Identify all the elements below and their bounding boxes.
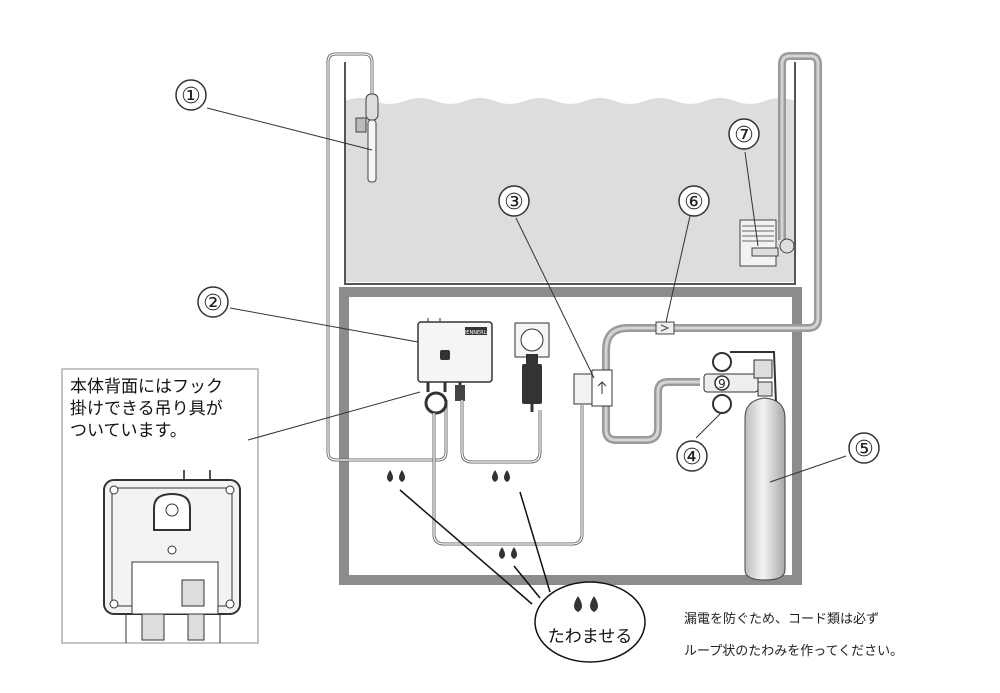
callout-3 xyxy=(498,185,530,217)
ph-controller: DENNERLE xyxy=(417,318,493,415)
callout-7 xyxy=(728,118,760,150)
device-logo: DENNERLE xyxy=(462,330,489,336)
inset-caption-line-1: 本体背面にはフック xyxy=(70,377,223,397)
callout-label-1: ① xyxy=(181,84,201,109)
inset-caption-line-3: ついています。 xyxy=(70,421,187,441)
aquarium-tank xyxy=(344,62,796,285)
solenoid-valve xyxy=(573,369,613,407)
drop-icon xyxy=(387,470,393,482)
callout-label-4: ④ xyxy=(682,445,702,470)
inset-leader xyxy=(247,391,421,441)
callout-label-3: ③ xyxy=(504,190,524,215)
note-line-1: 漏電を防ぐため、コード類は必ず xyxy=(684,612,880,627)
drop-icon xyxy=(499,547,505,559)
co2-regulator: 9 xyxy=(703,351,777,414)
drop-icon xyxy=(399,470,405,482)
callout-label-7: ⑦ xyxy=(734,123,754,148)
callout-label-6: ⑥ xyxy=(684,190,704,215)
cabinet-interior xyxy=(349,297,792,575)
bend-bubble: たわませる xyxy=(534,581,646,663)
ph-probe xyxy=(355,93,379,183)
callout-5 xyxy=(848,432,880,464)
callout-1 xyxy=(175,79,207,111)
drop-icon xyxy=(511,547,517,559)
wall-outlet xyxy=(514,322,550,412)
regulator-dial-label: 9 xyxy=(718,377,726,391)
co2-cylinder xyxy=(744,381,786,581)
note-line-2: ループ状のたわみを作ってください。 xyxy=(684,644,904,659)
bubble-leaders xyxy=(399,489,551,605)
callout-label-2: ② xyxy=(203,291,223,316)
tank-water-surface xyxy=(344,96,796,104)
drop-icon xyxy=(492,470,498,482)
callout-6 xyxy=(678,185,710,217)
callout-leaders xyxy=(206,107,847,483)
check-valve xyxy=(655,321,675,335)
callout-circles xyxy=(175,79,880,472)
callout-2 xyxy=(197,286,229,318)
drop-icon xyxy=(590,596,598,612)
drop-icon xyxy=(574,596,582,612)
callout-4 xyxy=(676,440,708,472)
callout-label-5: ⑤ xyxy=(854,437,874,462)
water-drops xyxy=(387,470,517,559)
tank-water xyxy=(345,97,795,282)
bubble-label: たわませる xyxy=(548,627,633,647)
inset-panel xyxy=(61,368,421,644)
tank-glass-outline xyxy=(344,62,796,285)
inset-caption: 本体背面にはフック 掛けできる吊り具が ついています。 xyxy=(70,376,270,442)
inset-caption-line-2: 掛けできる吊り具が xyxy=(70,399,223,419)
drop-icon xyxy=(504,470,510,482)
co2-diffuser xyxy=(739,219,795,267)
